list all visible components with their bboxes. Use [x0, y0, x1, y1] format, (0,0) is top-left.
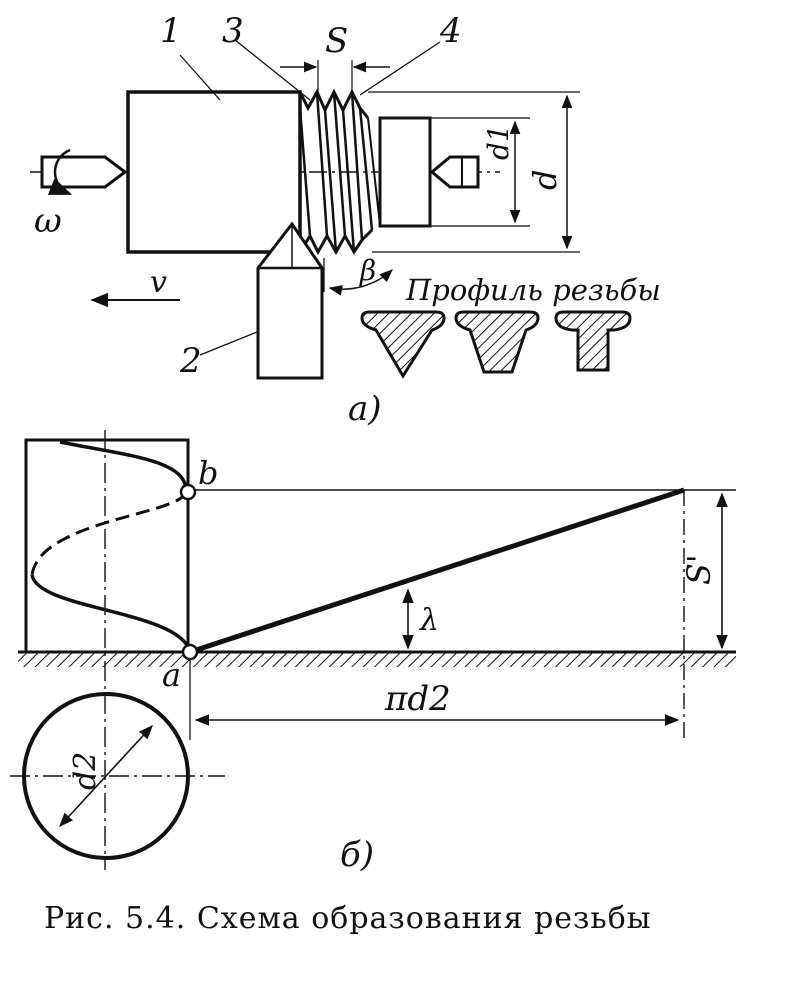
- label-d: d: [526, 170, 564, 190]
- label-part-2: 2: [179, 341, 202, 381]
- point-b-marker: [179, 483, 197, 501]
- label-part-1: 1: [160, 11, 182, 51]
- label-lambda: λ: [419, 603, 439, 638]
- rotation-arrow: [47, 148, 73, 196]
- label-point-b: b: [198, 454, 218, 492]
- thread-section: [298, 88, 381, 256]
- label-pi-d2: πd2: [384, 679, 451, 719]
- label-part-4: 4: [439, 11, 462, 51]
- label-d2: d2: [68, 752, 103, 790]
- label-part-3: 3: [222, 11, 244, 51]
- beta-arc: [328, 269, 393, 296]
- dim-d2: [59, 724, 153, 828]
- figure-caption: Рис. 5.4. Схема образования резьбы: [44, 901, 652, 936]
- helix-hidden: [30, 491, 188, 576]
- label-sub-a: а): [348, 389, 382, 429]
- diagram-b: b a S' λ πd2 d2 б): [10, 430, 736, 875]
- label-omega: ω: [34, 201, 62, 241]
- reduced-diameter-section: [378, 116, 432, 228]
- profile-rectangular: [554, 310, 632, 372]
- right-center-point: [429, 155, 480, 189]
- pitch-circle: [22, 692, 190, 860]
- helix-front-lower: [30, 574, 192, 653]
- label-point-a: a: [162, 656, 181, 694]
- baseline-hatch: [18, 653, 736, 667]
- label-beta: β: [359, 254, 376, 287]
- profile-triangular: [360, 310, 446, 379]
- diagram-a: 1 3 S 4 d1 d ω v β Профиль резьбы 2 а): [30, 11, 661, 429]
- profile-trapezoidal: [454, 310, 540, 374]
- point-a-marker: [181, 643, 199, 661]
- helix-front: [59, 440, 188, 491]
- cutting-tool: [256, 221, 324, 380]
- workpiece-body: [126, 90, 302, 254]
- unrolled-helix: [189, 487, 685, 655]
- label-sub-b: б): [340, 835, 374, 875]
- label-v: v: [150, 265, 167, 300]
- label-profile-title: Профиль резьбы: [405, 273, 661, 307]
- thread-profiles: [360, 310, 632, 379]
- label-d1: d1: [482, 124, 515, 160]
- label-pitch-s: S: [325, 21, 348, 61]
- label-s-prime: S': [680, 554, 718, 585]
